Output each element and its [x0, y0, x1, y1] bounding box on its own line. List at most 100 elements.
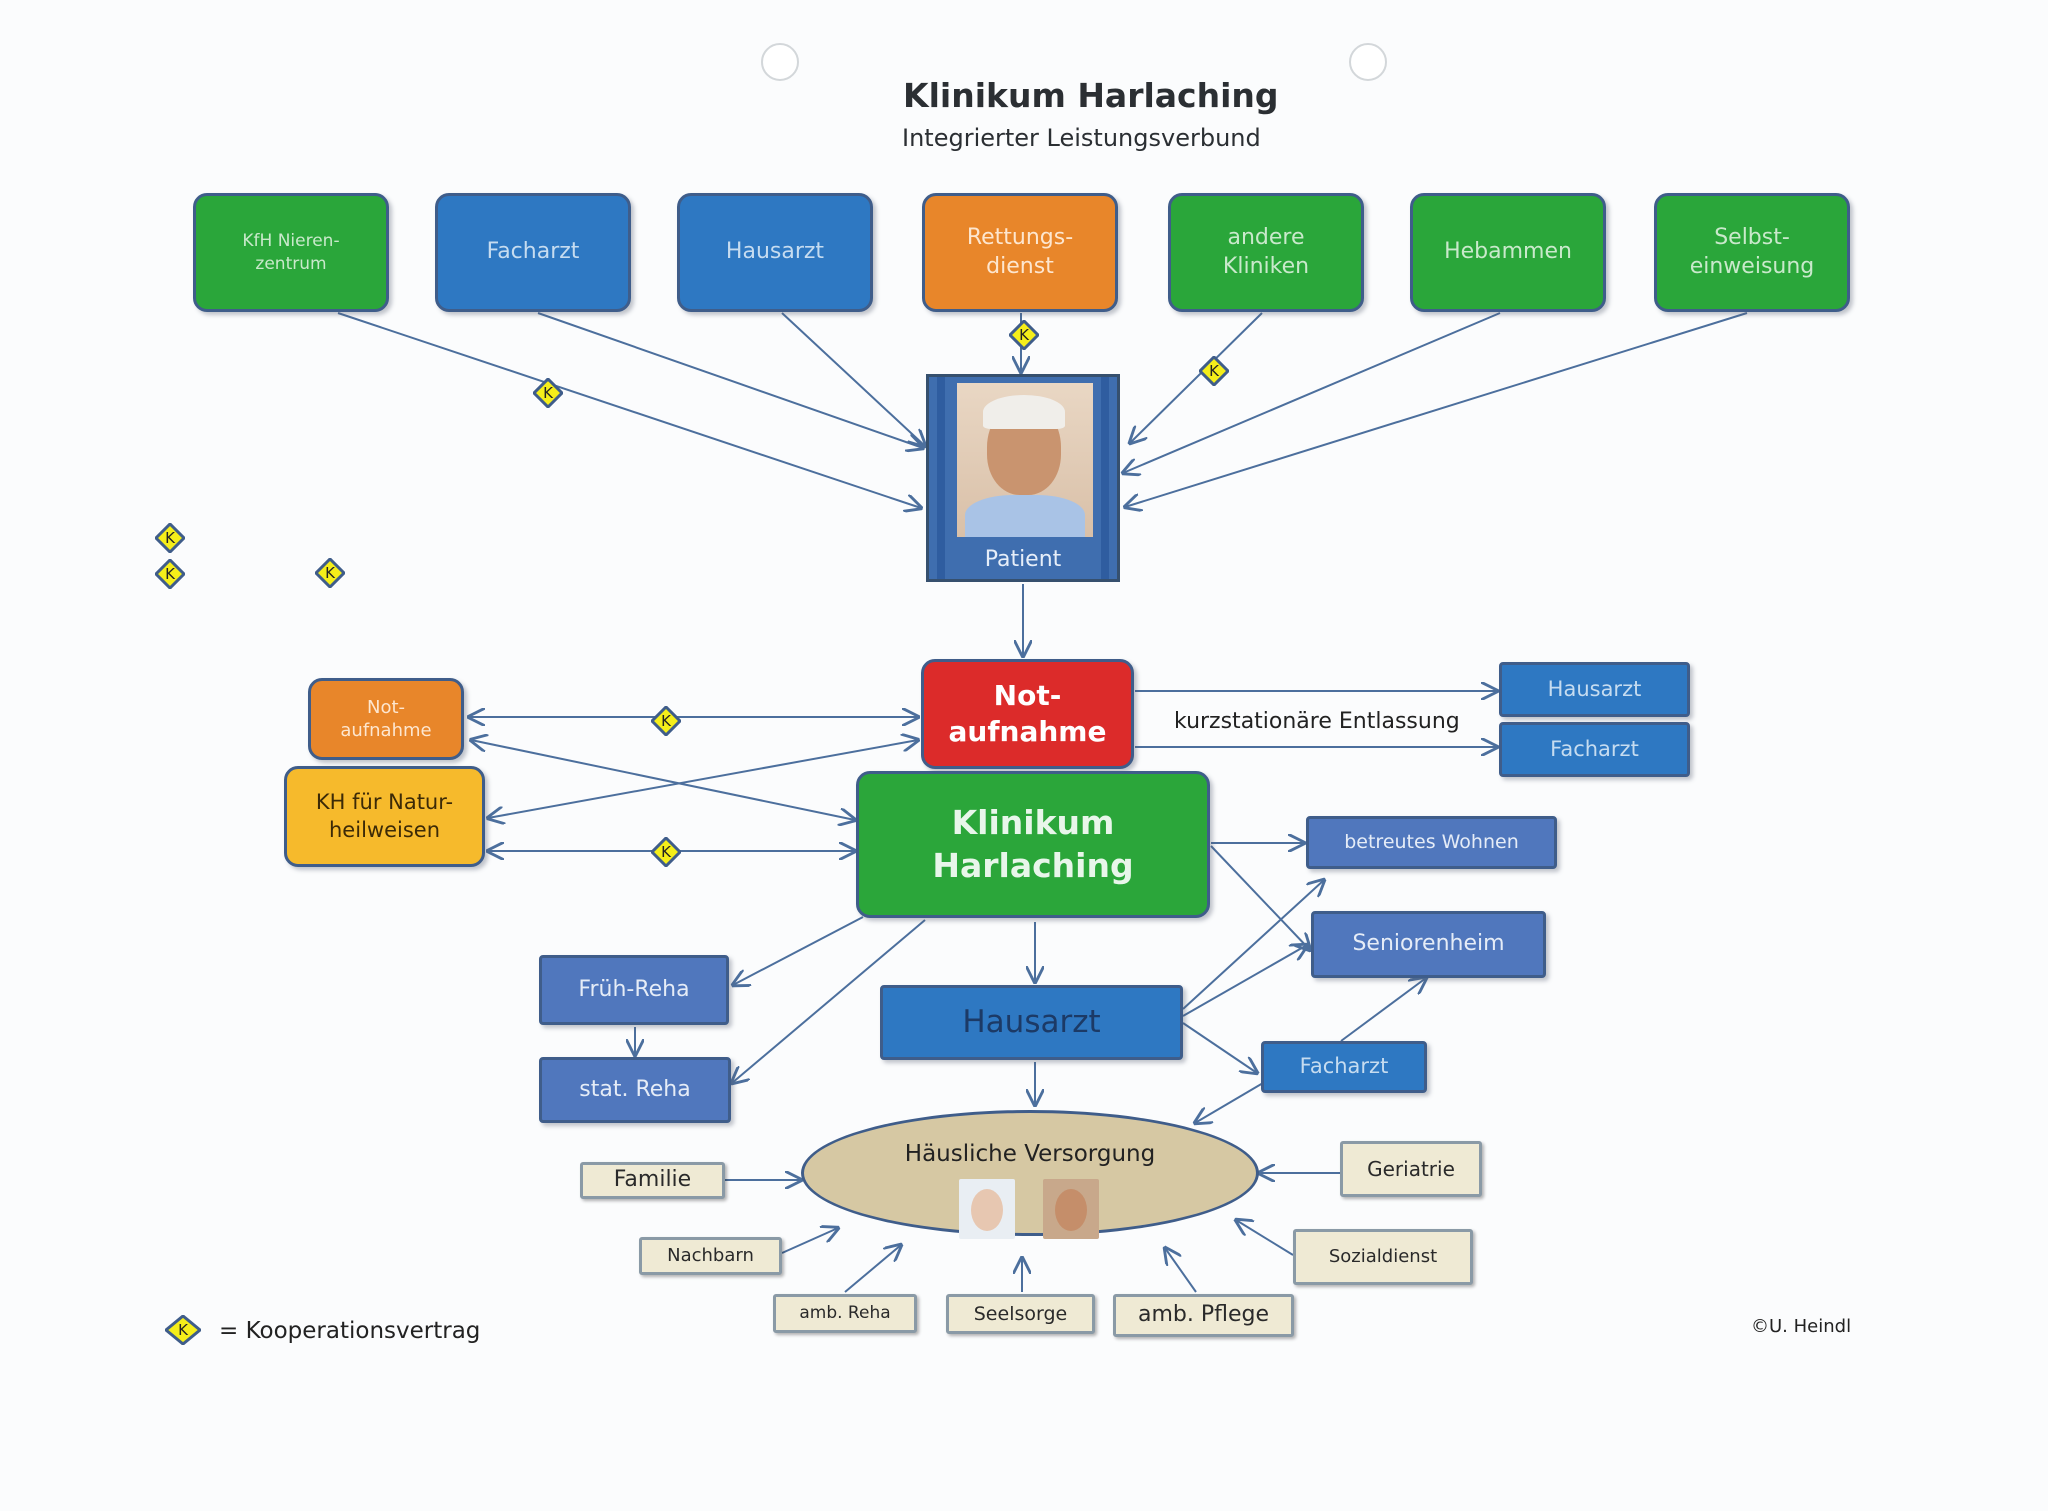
source-kfh-nierenzentrum[interactable]: KfH Nieren-zentrum — [193, 193, 389, 312]
discharge-hausarzt-label: Hausarzt — [1547, 676, 1642, 701]
patient-box[interactable]: Patient — [926, 374, 1120, 582]
source-hebammen[interactable]: Hebammen — [1410, 193, 1606, 312]
right-facharzt-label: Facharzt — [1299, 1054, 1389, 1079]
support-amb-pflege-label: amb. Pflege — [1137, 1302, 1270, 1328]
elderly-man-photo-face — [1055, 1189, 1087, 1231]
haeusliche-versorgung-label: Häusliche Versorgung — [904, 1141, 1156, 1167]
elderly-woman-photo — [959, 1179, 1015, 1239]
right-facharzt[interactable]: Facharzt — [1261, 1041, 1427, 1093]
left-notaufnahme-label: Not- aufnahme — [340, 696, 432, 741]
support-amb-reha[interactable]: amb. Reha — [773, 1294, 917, 1333]
support-geriatrie[interactable]: Geriatrie — [1340, 1141, 1482, 1197]
support-amb-reha-label: amb. Reha — [799, 1303, 891, 1324]
kooperation-marker-letter: K — [1019, 326, 1029, 344]
kh-naturheilweisen-label: KH für Natur- heilweisen — [315, 790, 454, 842]
discharge-facharzt-label: Facharzt — [1550, 736, 1639, 761]
stat-reha[interactable]: stat. Reha — [539, 1057, 731, 1123]
source-hausarzt[interactable]: Hausarzt — [677, 193, 873, 312]
kooperation-marker-diamond — [533, 378, 563, 408]
support-sozialdienst[interactable]: Sozialdienst — [1293, 1229, 1473, 1285]
seniorenheim[interactable]: Seniorenheim — [1311, 911, 1546, 978]
discharge-hausarzt[interactable]: Hausarzt — [1499, 662, 1690, 717]
source-facharzt-label: Facharzt — [486, 239, 580, 265]
source-facharzt[interactable]: Facharzt — [435, 193, 631, 312]
betreutes-wohnen[interactable]: betreutes Wohnen — [1306, 816, 1557, 869]
kooperation-marker: K — [1009, 320, 1039, 350]
copyright: ©U. Heindl — [1751, 1316, 1852, 1337]
kooperation-marker-letter: K — [165, 565, 175, 583]
support-nachbarn-label: Nachbarn — [667, 1245, 754, 1267]
elderly-man-photo — [1043, 1179, 1099, 1239]
punch-hole-right — [1349, 43, 1387, 81]
source-rettungsdienst[interactable]: Rettungs- dienst — [922, 193, 1118, 312]
notaufnahme-main-label: Not- aufnahme — [948, 678, 1107, 748]
kooperation-marker-letter: K — [165, 529, 175, 547]
haeusliche-versorgung[interactable]: Häusliche Versorgung — [801, 1110, 1259, 1239]
frueh-reha-label: Früh-Reha — [578, 976, 690, 1002]
support-sozialdienst-label: Sozialdienst — [1328, 1246, 1438, 1268]
support-nachbarn[interactable]: Nachbarn — [639, 1237, 782, 1275]
kooperation-marker: K — [155, 523, 185, 553]
stat-reha-label: stat. Reha — [579, 1076, 691, 1102]
kooperation-marker: K — [651, 706, 681, 736]
kooperation-marker-diamond — [651, 706, 681, 736]
source-rettungsdienst-label: Rettungs- dienst — [966, 224, 1074, 279]
kh-naturheilweisen[interactable]: KH für Natur- heilweisen — [284, 766, 485, 867]
kooperation-marker-diamond — [651, 837, 681, 867]
patient-photo-hair — [983, 395, 1065, 429]
hausarzt-center[interactable]: Hausarzt — [880, 985, 1183, 1060]
legend-marker-diamond — [165, 1315, 201, 1345]
seniorenheim-label: Seniorenheim — [1352, 931, 1505, 957]
left-notaufnahme[interactable]: Not- aufnahme — [308, 678, 464, 760]
source-hebammen-label: Hebammen — [1444, 239, 1572, 265]
kooperation-marker-diamond — [155, 559, 185, 589]
kooperation-marker-letter: K — [661, 843, 671, 861]
page-title: Klinikum Harlaching — [903, 76, 1279, 115]
source-andere-kliniken-label: andere Kliniken — [1222, 224, 1310, 279]
legend-text: = Kooperationsvertrag — [219, 1318, 481, 1344]
kooperation-marker: K — [533, 378, 563, 408]
source-kfh-nierenzentrum-label: KfH Nieren-zentrum — [242, 231, 340, 274]
kooperation-marker: K — [651, 837, 681, 867]
discharge-facharzt[interactable]: Facharzt — [1499, 722, 1690, 777]
klinikum-harlaching-center[interactable]: Klinikum Harlaching — [856, 771, 1210, 918]
legend-marker: K — [165, 1315, 201, 1345]
patient-frame-stripe-right — [1101, 377, 1109, 579]
support-geriatrie-label: Geriatrie — [1367, 1157, 1455, 1181]
support-seelsorge-label: Seelsorge — [973, 1302, 1068, 1325]
kooperation-marker: K — [315, 558, 345, 588]
patient-photo-shirt — [965, 495, 1085, 537]
source-selbsteinweisung-label: Selbst- einweisung — [1689, 224, 1815, 279]
kooperation-marker: K — [1199, 356, 1229, 386]
patient-photo — [957, 383, 1093, 537]
support-amb-pflege[interactable]: amb. Pflege — [1113, 1294, 1294, 1337]
kooperation-marker-diamond — [315, 558, 345, 588]
source-hausarzt-label: Hausarzt — [725, 239, 825, 265]
kooperation-marker-letter: K — [325, 564, 335, 582]
kooperation-marker: K — [155, 559, 185, 589]
kooperation-marker-diamond — [155, 523, 185, 553]
klinikum-harlaching-label: Klinikum Harlaching — [932, 802, 1134, 885]
support-seelsorge[interactable]: Seelsorge — [946, 1294, 1095, 1334]
source-selbsteinweisung[interactable]: Selbst- einweisung — [1654, 193, 1850, 312]
support-familie-label: Familie — [613, 1167, 692, 1193]
page-subtitle: Integrierter Leistungsverbund — [902, 124, 1261, 152]
patient-frame-stripe-left — [937, 377, 945, 579]
source-andere-kliniken[interactable]: andere Kliniken — [1168, 193, 1364, 312]
punch-hole-left — [761, 43, 799, 81]
kooperation-marker-letter: K — [543, 384, 553, 402]
elderly-woman-photo-face — [971, 1189, 1003, 1231]
notaufnahme-main[interactable]: Not- aufnahme — [921, 659, 1134, 769]
frueh-reha[interactable]: Früh-Reha — [539, 955, 729, 1025]
kooperation-marker-diamond — [1199, 356, 1229, 386]
kooperation-marker-letter: K — [1209, 362, 1219, 380]
kooperation-marker-diamond — [1009, 320, 1039, 350]
legend-marker-letter: K — [178, 1321, 188, 1339]
kurzstationaere-entlassung-label: kurzstationäre Entlassung — [1174, 709, 1460, 734]
hausarzt-center-label: Hausarzt — [962, 1004, 1101, 1041]
patient-label: Patient — [984, 547, 1062, 572]
betreutes-wohnen-label: betreutes Wohnen — [1344, 831, 1519, 854]
kooperation-marker-letter: K — [661, 712, 671, 730]
support-familie[interactable]: Familie — [580, 1162, 725, 1199]
